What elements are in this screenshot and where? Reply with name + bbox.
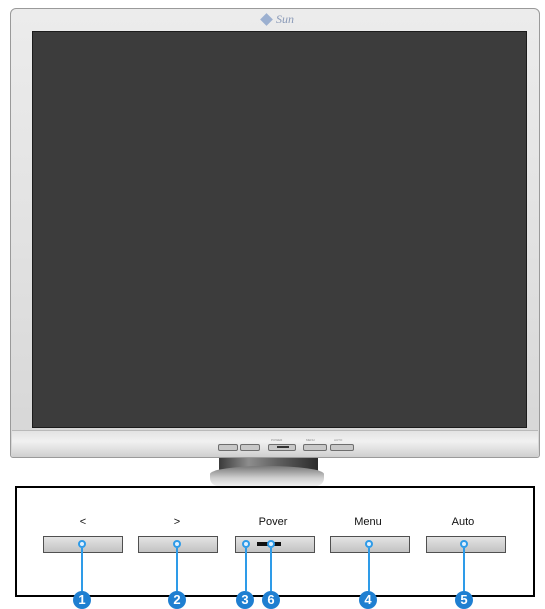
led-marker-1	[78, 540, 86, 548]
leader-line-3	[245, 548, 247, 591]
callout-4: 4	[359, 591, 377, 609]
leader-line-1	[81, 548, 83, 591]
label-auto: Auto	[418, 516, 508, 528]
brand-logo: Sun	[262, 11, 294, 27]
led-marker-3	[242, 540, 250, 548]
stand-base	[210, 466, 324, 486]
mini-power-led	[277, 446, 289, 448]
led-marker-4	[365, 540, 373, 548]
callout-5: 5	[455, 591, 473, 609]
leader-line-4	[368, 548, 370, 591]
callout-2: 2	[168, 591, 186, 609]
leader-line-5	[463, 548, 465, 591]
led-marker-6	[267, 540, 275, 548]
led-marker-2	[173, 540, 181, 548]
callout-6: 6	[262, 591, 280, 609]
label-left: <	[38, 516, 128, 528]
mini-button-auto[interactable]	[330, 444, 354, 451]
callout-1: 1	[73, 591, 91, 609]
leader-line-6	[270, 548, 272, 591]
mini-label-auto: AUTO	[334, 438, 342, 442]
label-power: Pover	[228, 516, 318, 528]
monitor-screen	[32, 31, 527, 428]
mini-button-menu[interactable]	[303, 444, 327, 451]
label-right: >	[132, 516, 222, 528]
mini-button-left[interactable]	[218, 444, 238, 451]
mini-label-menu: MENU	[306, 438, 315, 442]
led-marker-5	[460, 540, 468, 548]
label-menu: Menu	[323, 516, 413, 528]
brand-diamond-icon	[260, 13, 273, 26]
mini-label-power: POWER	[271, 438, 282, 442]
callout-3: 3	[236, 591, 254, 609]
leader-line-2	[176, 548, 178, 591]
brand-name: Sun	[276, 12, 294, 27]
mini-button-right[interactable]	[240, 444, 260, 451]
